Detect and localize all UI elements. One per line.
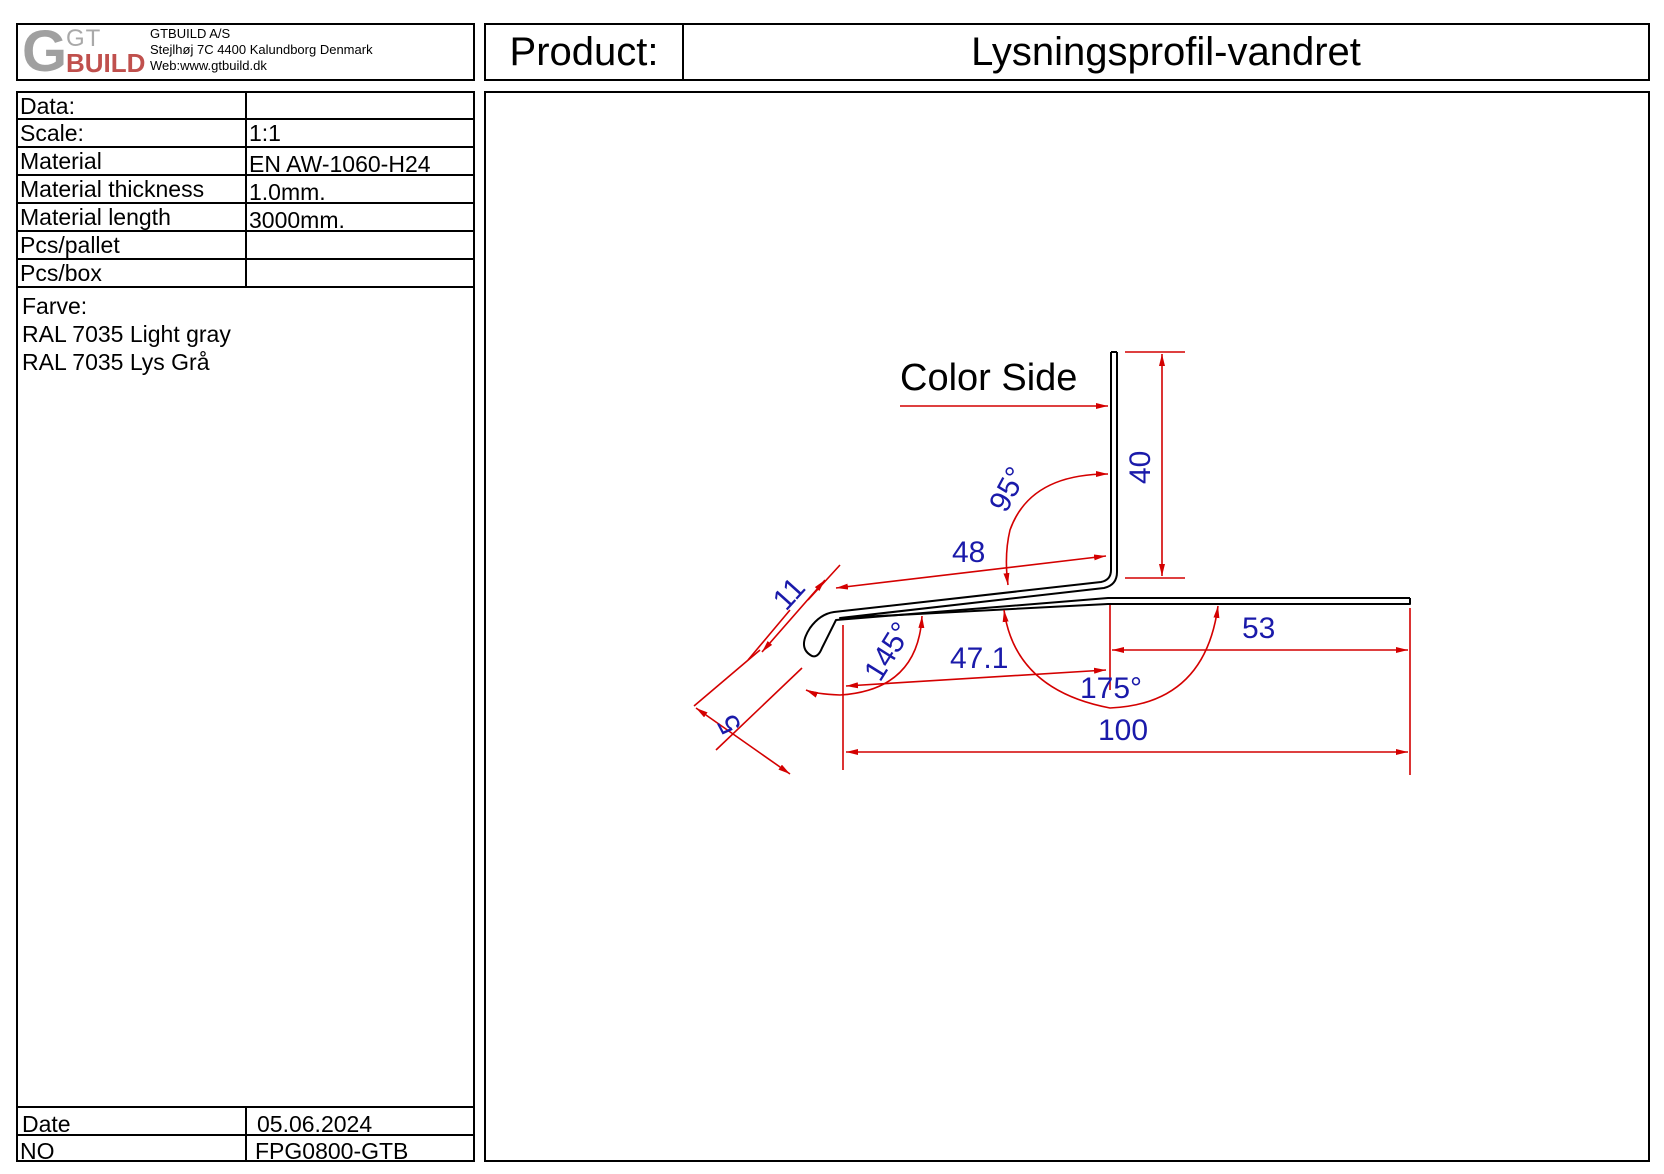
farve-title: Farve: bbox=[22, 293, 88, 319]
spec-row-data: Data: bbox=[18, 93, 473, 120]
dim-label-5: 5 bbox=[711, 709, 748, 739]
color-side-label: Color Side bbox=[900, 357, 1077, 399]
ext-line bbox=[747, 609, 791, 661]
spec-row-pcs-box: Pcs/box bbox=[18, 260, 473, 288]
spec-value: EN AW-1060-H24 bbox=[249, 151, 431, 177]
spec-label: Material thickness bbox=[18, 176, 247, 202]
farve-line: RAL 7035 Lys Grå bbox=[22, 349, 210, 375]
dim-label-53: 53 bbox=[1242, 612, 1275, 645]
ext-line bbox=[693, 649, 761, 707]
date-label: Date bbox=[18, 1108, 247, 1137]
spec-row-scale: Scale: 1:1 bbox=[18, 120, 473, 148]
logo-letter-g: G bbox=[22, 19, 68, 84]
arc-175 bbox=[1002, 605, 1220, 709]
dim-line-5 bbox=[695, 707, 791, 775]
spec-label: Pcs/pallet bbox=[18, 232, 247, 258]
product-label: Product: bbox=[486, 25, 684, 79]
profile-outer-edge bbox=[803, 352, 1410, 658]
spec-label: Pcs/box bbox=[18, 260, 247, 286]
dim-line-11 bbox=[761, 579, 826, 653]
spec-value: 1.0mm. bbox=[249, 179, 326, 205]
dim-line-47-1 bbox=[845, 667, 1107, 689]
spec-value: 1:1 bbox=[249, 120, 281, 146]
dim-label-145: 145° bbox=[858, 617, 919, 687]
spec-row-pcs-pallet: Pcs/pallet bbox=[18, 232, 473, 260]
logo-build: BUILD bbox=[66, 48, 146, 78]
spec-row-thickness: Material thickness 1.0mm. bbox=[18, 176, 473, 205]
date-row: Date 05.06.2024 bbox=[18, 1106, 473, 1137]
company-name: GTBUILD A/S bbox=[150, 26, 231, 41]
dim-line-48 bbox=[835, 554, 1107, 590]
company-web: Web:www.gtbuild.dk bbox=[150, 58, 267, 73]
drawing-area bbox=[484, 91, 1650, 1162]
spec-row-material: Material EN AW-1060-H24 bbox=[18, 148, 473, 177]
no-row: NO FPG0800-GTB bbox=[18, 1134, 473, 1164]
spec-row-length: Material length 3000mm. bbox=[18, 204, 473, 233]
farve-line: RAL 7035 Light gray bbox=[22, 321, 231, 347]
dim-label-47-1: 47.1 bbox=[950, 642, 1008, 675]
dim-label-175: 175° bbox=[1080, 672, 1142, 705]
logo-gt: GT bbox=[66, 25, 102, 52]
profile-outline bbox=[803, 351, 1411, 658]
date-value: 05.06.2024 bbox=[257, 1111, 373, 1137]
arc-145 bbox=[805, 615, 925, 698]
dim-label-40: 40 bbox=[1124, 451, 1157, 484]
spec-value: 3000mm. bbox=[249, 207, 345, 233]
spec-label: Scale: bbox=[18, 120, 247, 146]
no-label: NO bbox=[18, 1136, 247, 1164]
product-header: Product: Lysningsprofil-vandret bbox=[484, 23, 1650, 81]
dim-label-11: 11 bbox=[767, 571, 812, 616]
dim-label-95: 95° bbox=[983, 462, 1033, 518]
company-address: Stejlhøj 7C 4400 Kalundborg Denmark bbox=[150, 42, 373, 57]
dimension-lines bbox=[693, 351, 1411, 775]
profile-inner-edge bbox=[839, 352, 1411, 619]
ext-line bbox=[715, 667, 803, 751]
spec-label: Data: bbox=[18, 93, 247, 119]
dim-label-48: 48 bbox=[952, 536, 985, 569]
no-value: FPG0800-GTB bbox=[255, 1138, 409, 1164]
dim-label-100: 100 bbox=[1098, 714, 1148, 747]
spec-label: Material bbox=[18, 148, 247, 174]
spec-panel: Data: Scale: 1:1 Material EN AW-1060-H24… bbox=[16, 91, 475, 1164]
company-header: G GT BUILD GTBUILD A/S Stejlhøj 7C 4400 … bbox=[16, 23, 475, 81]
product-name: Lysningsprofil-vandret bbox=[971, 30, 1361, 74]
spec-label: Material length bbox=[18, 204, 247, 230]
